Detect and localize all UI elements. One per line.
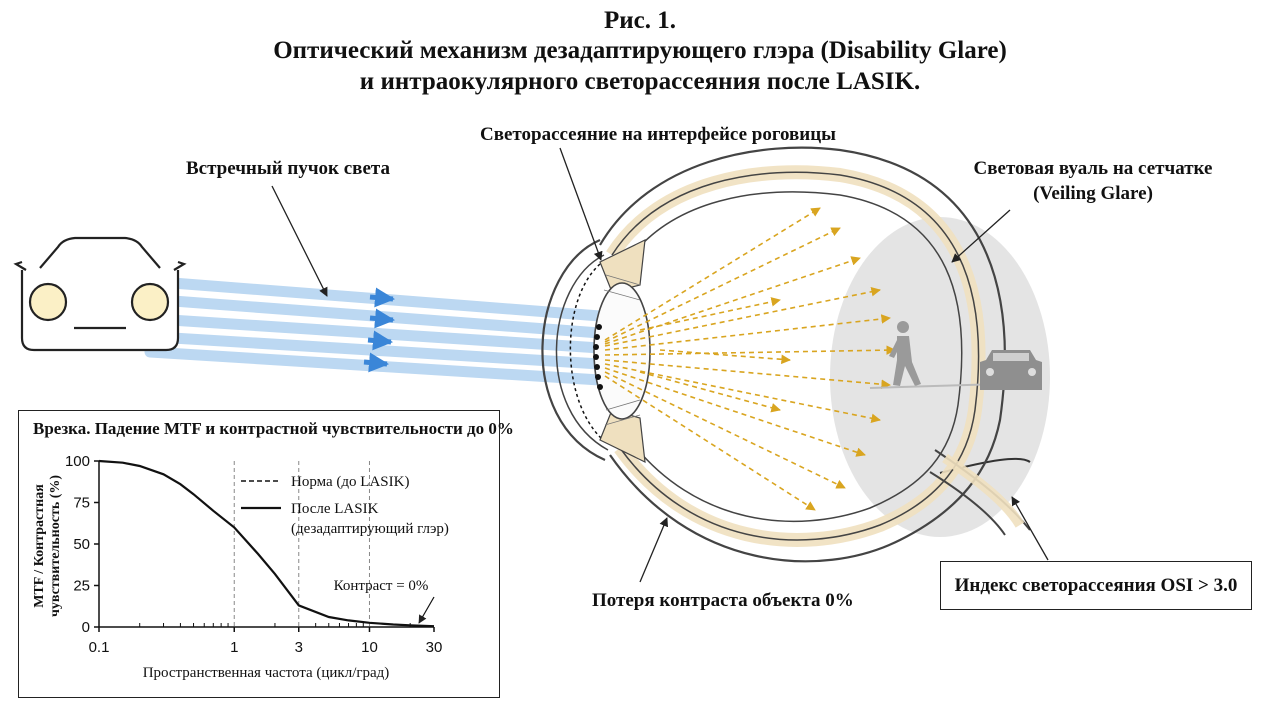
y-tick-label: 100 <box>65 453 90 470</box>
x-tick-label: 1 <box>230 639 238 656</box>
label-oncoming-beam: Встречный пучок света <box>186 158 390 179</box>
series-line-after-lasik <box>98 459 435 628</box>
y-axis-label-line2: чувствительность (%) <box>48 475 63 617</box>
scatter-rays <box>604 207 896 511</box>
y-tick-label: 25 <box>73 578 90 595</box>
x-tick-label: 3 <box>295 639 303 656</box>
mtf-inset: Врезка. Падение MTF и контрастной чувств… <box>18 410 514 698</box>
x-minor-ticks <box>139 623 411 627</box>
interface-scatter-dots <box>593 324 603 390</box>
x-axis-label: Пространственная частота (цикл/град) <box>143 665 390 681</box>
x-tick-label: 10 <box>361 639 378 656</box>
y-axis-label-line1: MTF / Контрастная <box>32 484 47 608</box>
osi-index-box: Индекс светорассеяния OSI > 3.0 <box>940 561 1252 610</box>
figure-number: Рис. 1. <box>603 7 677 34</box>
legend-label-normal: Норма (до LASIK) <box>291 474 409 490</box>
label-contrast-loss: Потеря контраста объекта 0% <box>592 590 854 611</box>
x-tick-label: 0.1 <box>89 639 110 656</box>
small-car-icon <box>980 350 1042 390</box>
contrast-annotation: Контраст = 0% <box>334 578 429 594</box>
contrast-annotation-arrow <box>418 596 435 624</box>
label-veil-line2: (Veiling Glare) <box>1033 183 1153 204</box>
x-ticks: 0.1 1 3 10 30 <box>89 627 443 656</box>
pedestrian-icon <box>889 321 921 386</box>
label-veil-line1: Световая вуаль на сетчатке <box>973 158 1213 179</box>
leader-lines <box>271 147 1049 583</box>
car-front-icon <box>13 236 187 352</box>
y-tick-label: 0 <box>82 619 90 636</box>
y-tick-label: 75 <box>73 495 90 512</box>
retinal-veil <box>830 217 1050 537</box>
y-tick-label: 50 <box>73 536 90 553</box>
light-beams <box>134 276 606 386</box>
figure-title-line1: Оптический механизм дезадаптирующего глэ… <box>273 37 1007 64</box>
legend-label-after-line1: После LASIK <box>291 501 379 517</box>
retina-ground-line <box>869 383 1001 389</box>
label-corneal-scatter: Светорассеяние на интерфейсе роговицы <box>480 124 836 145</box>
inset-title: Врезка. Падение MTF и контрастной чувств… <box>33 419 514 438</box>
x-tick-label: 30 <box>426 639 443 656</box>
legend-label-after-line2: (дезадаптирующий глэр) <box>291 521 449 537</box>
legend: Норма (до LASIK) После LASIK (дезадаптир… <box>241 474 449 537</box>
y-ticks: 0 25 50 75 100 <box>65 453 99 636</box>
osi-index-text: Индекс светорассеяния OSI > 3.0 <box>954 574 1238 596</box>
figure-title-line2: и интраокулярного светорассеяния после L… <box>359 68 921 95</box>
beam-arrows <box>363 287 395 373</box>
eye-globe <box>541 146 1031 563</box>
mtf-chart: MTF / Контрастная чувствительность (%) 0… <box>32 453 449 681</box>
